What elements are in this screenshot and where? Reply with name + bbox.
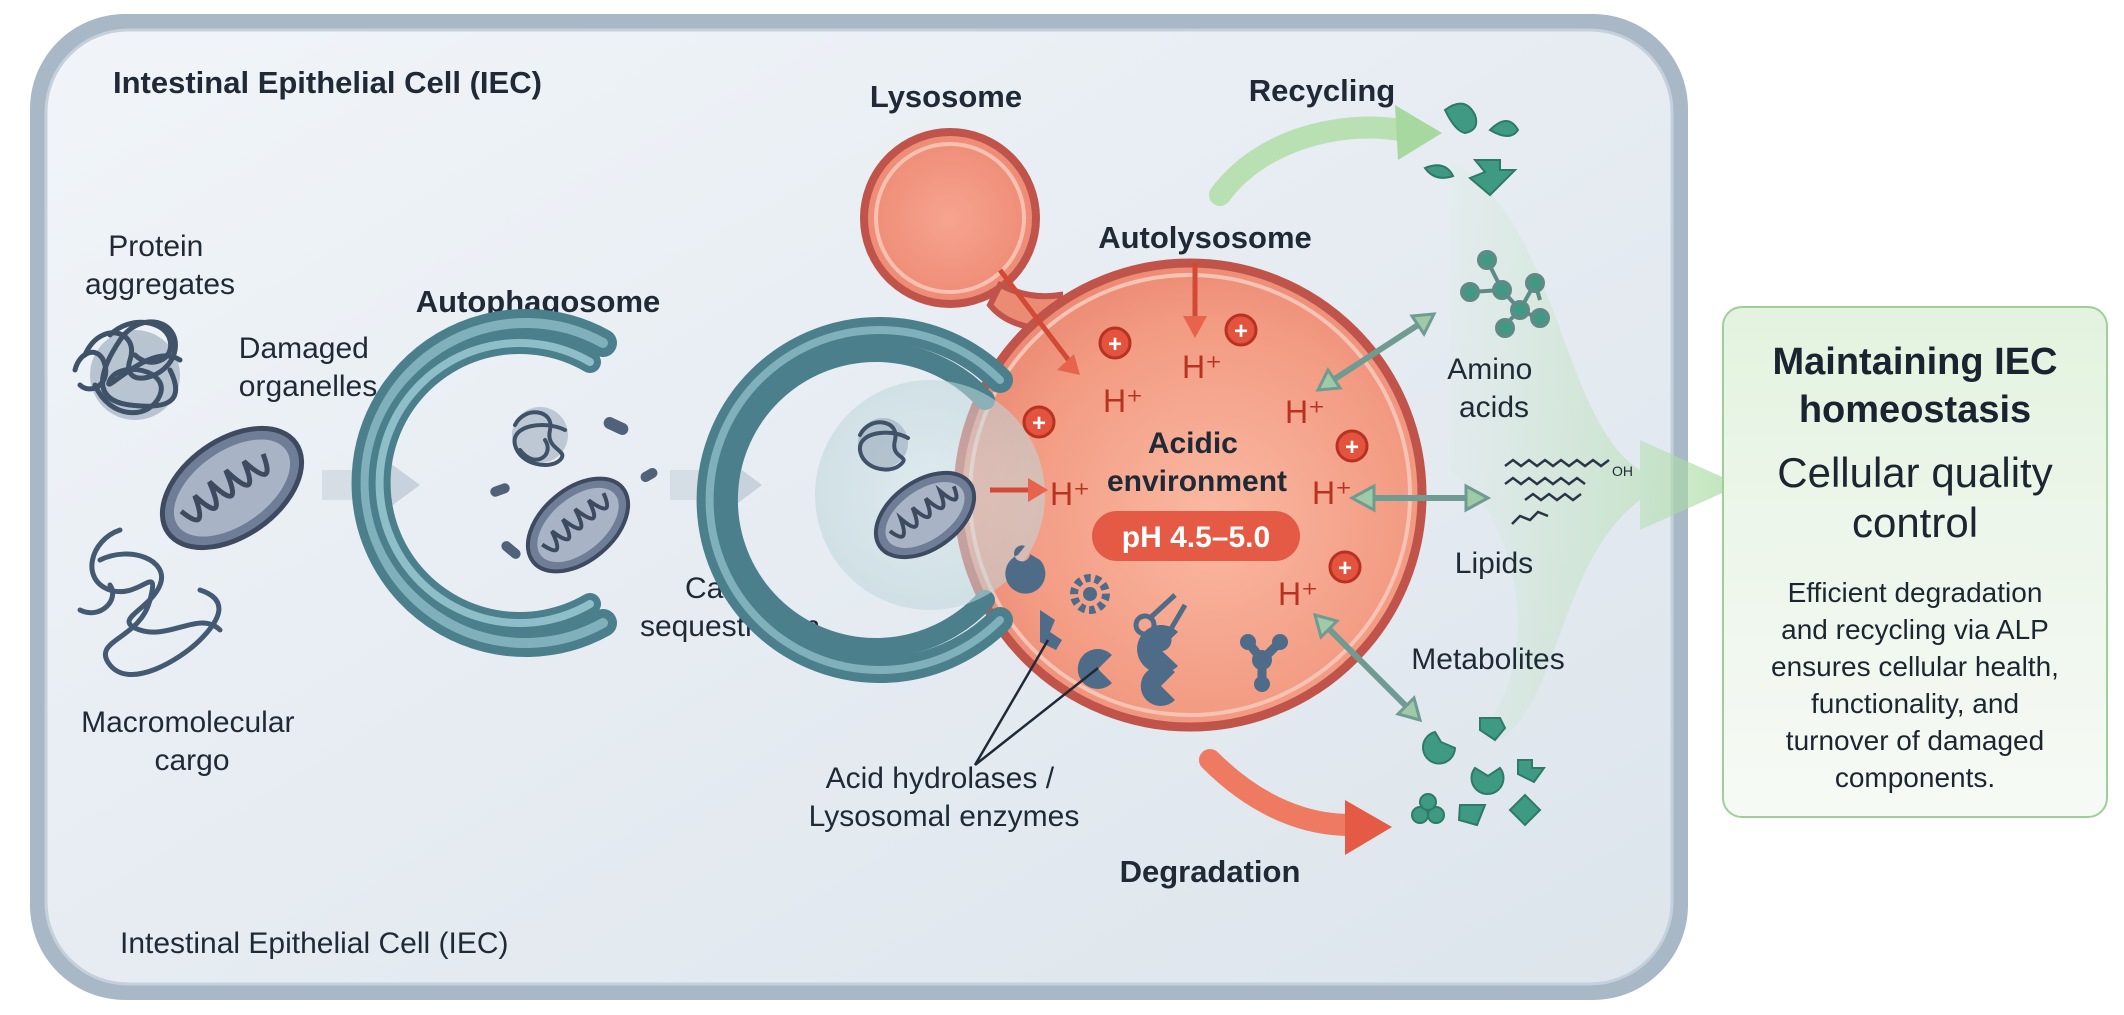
- protein-aggregates-label: Protein aggregates: [85, 230, 235, 301]
- proton-label: H⁺: [1103, 383, 1143, 419]
- summary-subtitle: Cellular quality control: [1777, 449, 2053, 546]
- lysosome: [860, 128, 1063, 334]
- degradation-arrow: [1199, 749, 1392, 855]
- proton-label: H⁺: [1285, 394, 1325, 430]
- acidic-environment-label: Acidic environment: [1107, 427, 1287, 498]
- sequestered-protein-aggregate-icon: [512, 407, 568, 467]
- svg-text:+: +: [1345, 434, 1359, 461]
- svg-text:+: +: [1338, 555, 1352, 582]
- lipid-oh-label: OH: [1612, 463, 1633, 479]
- lysosome-label: Lysosome: [870, 79, 1022, 114]
- metabolite-fragment-icon: [1423, 102, 1520, 197]
- autolysosome-protein-aggregate-icon: [858, 418, 910, 472]
- metabolites-label: Metabolites: [1411, 643, 1564, 676]
- recycling-label: Recycling: [1249, 73, 1395, 108]
- debris-piece: [490, 483, 510, 497]
- protein-aggregate-icon: [72, 319, 183, 420]
- proton-label: H⁺: [1050, 476, 1090, 512]
- autophagosome: [351, 309, 617, 657]
- proton-label: H⁺: [1312, 475, 1352, 511]
- lipids-label: Lipids: [1455, 547, 1533, 580]
- exchange-arrows: [1312, 312, 1492, 723]
- metabolite-fragment-icon: [1411, 717, 1546, 827]
- summary-panel: Maintaining IEC homeostasis Cellular qua…: [1722, 306, 2108, 818]
- mitochondrion-icon: [159, 425, 305, 551]
- positive-charge-icon: +: [1328, 550, 1362, 584]
- ph-badge: pH 4.5–5.0: [1092, 511, 1300, 561]
- summary-body: Efficient degradation and recycling via …: [1771, 577, 2059, 793]
- positive-charge-icon: +: [1335, 429, 1369, 463]
- positive-charge-icon: +: [1022, 405, 1056, 439]
- positive-charge-icon: +: [1098, 326, 1132, 360]
- svg-text:+: +: [1108, 331, 1122, 358]
- lipid-chain-icon: [1504, 458, 1610, 525]
- cell-title-bottom: Intestinal Epithelial Cell (IEC): [120, 927, 509, 960]
- proton-label: H⁺: [1278, 576, 1318, 612]
- autolysosome-mitochondrion-icon: [873, 470, 977, 560]
- macromolecule-icon: [77, 527, 223, 677]
- sequestered-mitochondrion-icon: [525, 476, 631, 574]
- macromolecular-cargo-label: Macromolecular cargo: [81, 706, 303, 777]
- amino-acids-label: Amino acids: [1447, 353, 1540, 424]
- damaged-organelles-label: Damaged organelles: [239, 332, 377, 403]
- autolysosome-label: Autolysosome: [1098, 220, 1312, 255]
- hydrolase-callout-lines: [973, 639, 1099, 766]
- proton-label: H⁺: [1182, 349, 1222, 385]
- recycling-arrow: [1209, 105, 1442, 206]
- degradation-label: Degradation: [1120, 854, 1301, 889]
- scissors-icon: [1133, 593, 1188, 652]
- debris-piece: [501, 541, 521, 559]
- summary-title: Maintaining IEC homeostasis: [1772, 341, 2058, 431]
- positive-charge-icon: +: [1224, 313, 1258, 347]
- debris-piece: [603, 417, 629, 435]
- debris-piece: [640, 468, 658, 482]
- svg-text:+: +: [1234, 318, 1248, 345]
- svg-text:pH 4.5–5.0: pH 4.5–5.0: [1122, 521, 1270, 554]
- cell-title-top: Intestinal Epithelial Cell (IEC): [113, 65, 542, 100]
- acid-hydrolases-label: Acid hydrolases / Lysosomal enzymes: [809, 762, 1080, 833]
- amino-acid-molecule-icon: [1460, 250, 1550, 338]
- svg-text:+: +: [1032, 410, 1046, 437]
- proton-influx-arrows: [990, 262, 1207, 502]
